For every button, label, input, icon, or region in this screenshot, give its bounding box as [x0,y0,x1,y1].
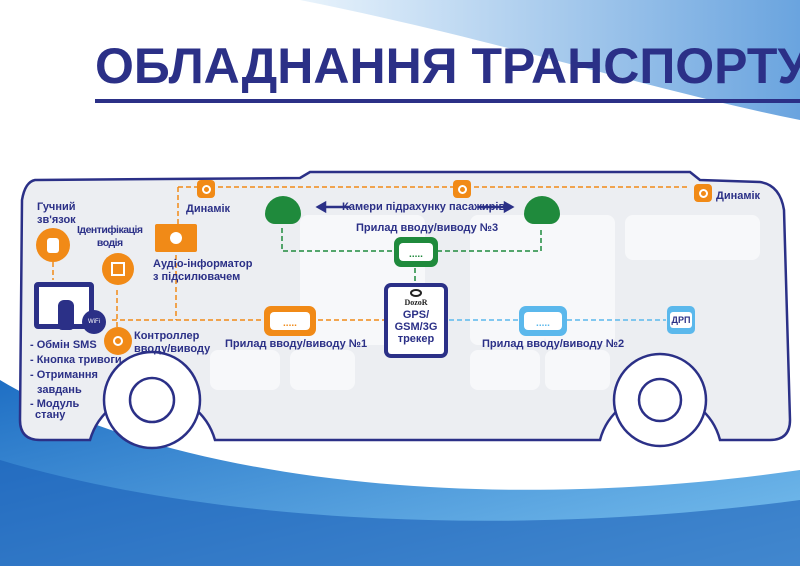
tracker-text: GSM/3G [394,321,438,333]
drp-box: ДРП [667,306,695,334]
io3-label: Прилад вводу/виводу №3 [356,222,499,234]
feature-item: - Обмін SMS [30,339,97,351]
io-device-3: ..... [394,237,438,267]
io-device-2: ..... [519,306,567,336]
io1-label: Прилад вводу/виводу №1 [225,338,368,350]
feature-item: завдань [37,384,82,396]
driver-id-icon [102,253,134,285]
feature-item: - Отримання [30,369,98,381]
tracker-text: трекер [397,333,435,345]
feature-item: стану [35,409,66,421]
camera-icon [265,196,301,224]
speaker-label: Динамік [716,190,761,202]
feature-item: - Кнопка тривоги [30,354,122,366]
speaker-label: Динамік [186,203,231,215]
feature-list: - Обмін SMS - Кнопка тривоги - Отримання… [30,338,122,421]
tracker-text: GPS/ [402,309,430,321]
io2-label: Прилад вводу/виводу №2 [482,338,625,350]
wifi-icon: WiFi [82,310,106,334]
gps-tracker: DozoR GPS/ GSM/3G трекер [384,283,448,358]
io-device-1: ..... [264,306,316,336]
speaker-icon [453,180,471,198]
speaker-icon [197,180,215,198]
audio-informer-icon [155,224,197,252]
cameras-label: Камери підрахунку пасажирів [342,201,506,213]
tracker-brand: DozoR [404,298,428,307]
camera-icon [524,196,560,224]
touch-hand-icon [58,300,74,330]
speaker-icon [694,184,712,202]
loudspeaker-icon [36,228,70,262]
feature-item: - Модуль [30,398,80,410]
eye-logo-icon [410,289,422,297]
controller-icon [104,327,132,355]
page-title: ОБЛАДНАННЯ ТРАНСПОРТУ [95,38,800,94]
